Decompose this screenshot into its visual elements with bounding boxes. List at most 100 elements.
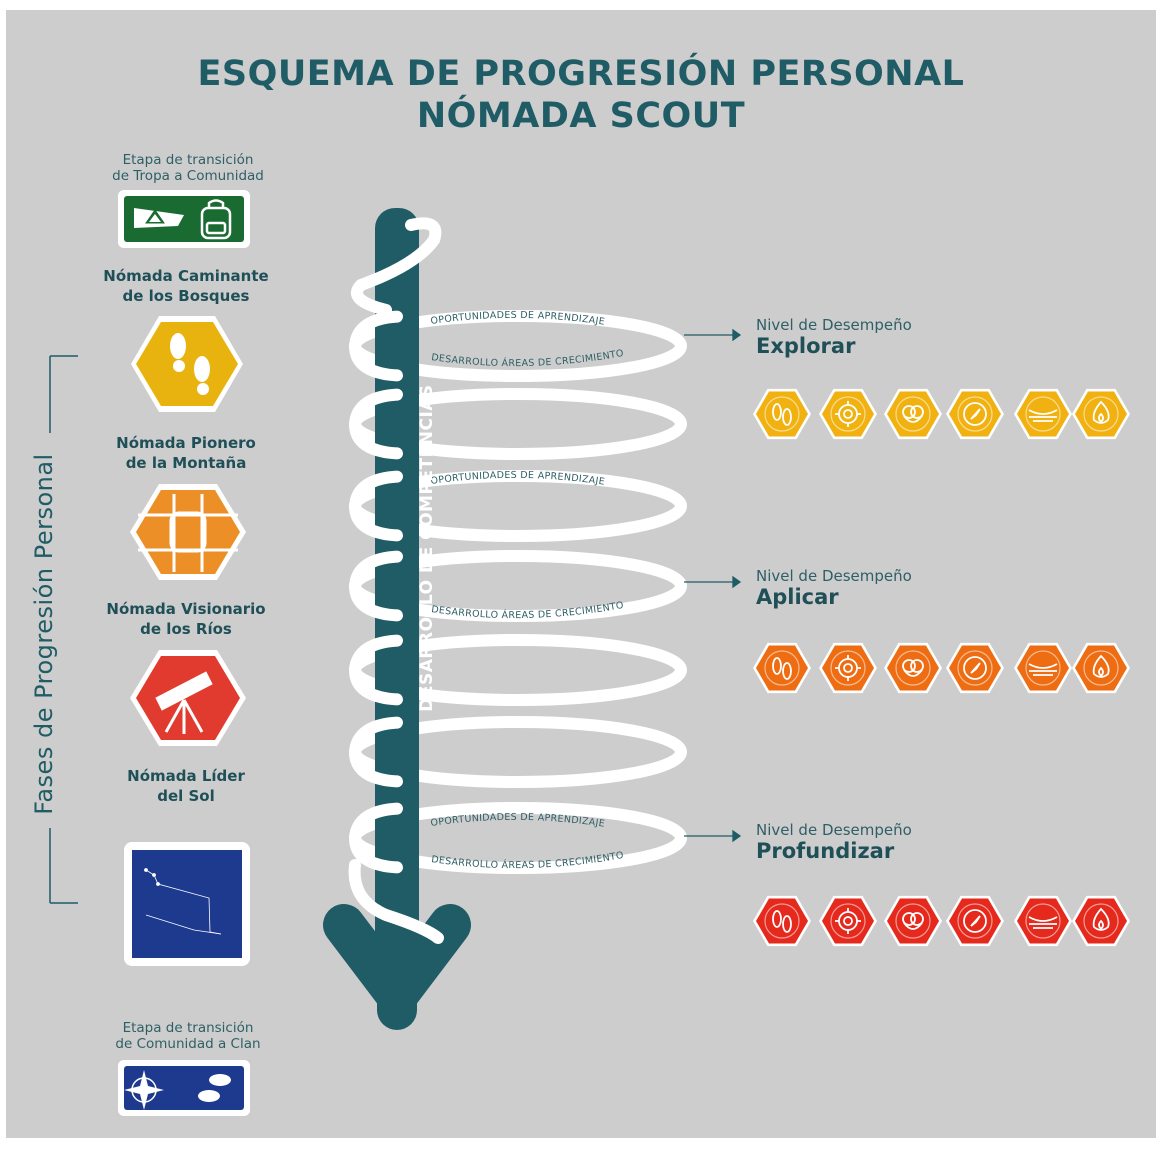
flame-icon bbox=[1092, 400, 1110, 424]
spiral-coil-front bbox=[349, 388, 403, 430]
level-area-badge bbox=[946, 642, 1004, 694]
badge-ring bbox=[1083, 396, 1119, 432]
level-area-badge bbox=[1014, 642, 1072, 694]
phase-badge-lider bbox=[124, 842, 250, 966]
heart-knot-icon bbox=[902, 912, 924, 930]
phase-4-line2: del Sol bbox=[157, 787, 215, 805]
gear-head-icon bbox=[835, 401, 861, 427]
level-area-badge bbox=[753, 895, 811, 947]
spiral-coil-front bbox=[349, 550, 403, 592]
level-area-badge bbox=[819, 388, 877, 440]
phase-1-line1: Nómada Caminante bbox=[103, 267, 269, 285]
spiral-coil-front bbox=[349, 634, 403, 676]
transition-bottom-label: Etapa de transición de Comunidad a Clan bbox=[78, 1020, 298, 1052]
badge-ring bbox=[764, 903, 800, 939]
badge-ring bbox=[895, 396, 931, 432]
infographic-canvas: ESQUEMA DE PROGRESIÓN PERSONAL NÓMADA SC… bbox=[6, 10, 1156, 1138]
constellation-icon bbox=[144, 868, 222, 935]
telescope-icon bbox=[155, 671, 213, 734]
backpack-icon bbox=[200, 199, 232, 240]
phase-label-pionero: Nómada Pionero de la Montaña bbox=[66, 433, 306, 473]
side-bracket bbox=[49, 355, 78, 904]
spiral-label: DESARROLLO DE COMPETENCIAS bbox=[417, 384, 437, 712]
level-2-name: Aplicar bbox=[756, 585, 839, 609]
badge-ring bbox=[1083, 903, 1119, 939]
level-area-badge bbox=[1014, 388, 1072, 440]
title-line-2: NÓMADA SCOUT bbox=[416, 96, 746, 136]
badge-ring bbox=[830, 396, 866, 432]
footprints-icon bbox=[198, 1074, 231, 1102]
heart-knot-icon bbox=[902, 405, 924, 423]
phase-label-visionario: Nómada Visionario de los Ríos bbox=[66, 599, 306, 639]
phase-badge-pionero bbox=[130, 484, 246, 580]
level-area-badge bbox=[753, 388, 811, 440]
compass-icon bbox=[963, 402, 987, 426]
spiral-coil-front bbox=[349, 802, 403, 844]
badge-ring bbox=[830, 650, 866, 686]
badge-ring bbox=[895, 903, 931, 939]
transition-top-line1: Etapa de transición bbox=[122, 152, 254, 168]
flame-icon bbox=[1092, 654, 1110, 678]
compass-rose-icon bbox=[124, 1070, 164, 1110]
spiral-coil-front bbox=[349, 310, 403, 352]
compass-icon bbox=[963, 909, 987, 933]
phase-3-line2: de los Ríos bbox=[140, 620, 232, 638]
badge-ring bbox=[1083, 650, 1119, 686]
badge-ring bbox=[957, 650, 993, 686]
spiral-lead-in bbox=[351, 217, 442, 316]
transition-top-badge bbox=[118, 190, 250, 248]
footprints-icon bbox=[170, 333, 210, 395]
gear-head-icon bbox=[835, 908, 861, 934]
level-area-badge bbox=[819, 895, 877, 947]
phase-badge-visionario bbox=[130, 650, 246, 746]
phase-4-line1: Nómada Líder bbox=[127, 767, 245, 785]
level-area-badge bbox=[1072, 895, 1130, 947]
spiral-coil-front bbox=[349, 470, 403, 512]
flame-icon bbox=[1092, 907, 1110, 931]
level-3-name: Profundizar bbox=[756, 839, 895, 863]
phase-badge-caminante bbox=[131, 316, 243, 412]
spiral-coil-front bbox=[349, 716, 403, 758]
badge-ring bbox=[957, 903, 993, 939]
level-area-badge bbox=[1072, 388, 1130, 440]
phase-3-line1: Nómada Visionario bbox=[106, 600, 266, 618]
badge-ring bbox=[1025, 650, 1061, 686]
badge-ring bbox=[1025, 903, 1061, 939]
phase-label-caminante: Nómada Caminante de los Bosques bbox=[66, 266, 306, 306]
bridge-icon bbox=[1028, 663, 1058, 676]
badge-ring bbox=[895, 650, 931, 686]
level-area-badge bbox=[1072, 642, 1130, 694]
feet-icon bbox=[772, 657, 792, 680]
level-icon-rows bbox=[753, 388, 1130, 947]
level-3-subtitle: Nivel de Desempeño bbox=[756, 821, 912, 839]
level-2-subtitle: Nivel de Desempeño bbox=[756, 567, 912, 585]
phase-2-line2: de la Montaña bbox=[125, 454, 247, 472]
title-line-1: ESQUEMA DE PROGRESIÓN PERSONAL bbox=[197, 54, 965, 94]
level-area-badge bbox=[884, 895, 942, 947]
growth-areas-text: DESARROLLO ÁREAS DE CRECIMIENTO bbox=[431, 348, 625, 369]
badge-ring bbox=[1025, 396, 1061, 432]
spiral-tail bbox=[348, 859, 444, 944]
level-area-badge bbox=[884, 642, 942, 694]
level-1-subtitle: Nivel de Desempeño bbox=[756, 316, 912, 334]
gear-head-icon bbox=[835, 655, 861, 681]
heart-knot-icon bbox=[902, 659, 924, 677]
phase-label-lider: Nómada Líder del Sol bbox=[66, 766, 306, 806]
phase-1-line2: de los Bosques bbox=[122, 287, 250, 305]
level-area-badge bbox=[884, 388, 942, 440]
transition-top-line2: de Tropa a Comunidad bbox=[112, 168, 264, 184]
transition-bottom-badge bbox=[118, 1060, 250, 1116]
badge-ring bbox=[764, 396, 800, 432]
level-area-badge bbox=[946, 388, 1004, 440]
bridge-icon bbox=[1028, 916, 1058, 929]
level-area-badge bbox=[753, 642, 811, 694]
transition-bottom-line1: Etapa de transición bbox=[122, 1020, 254, 1036]
badge-ring bbox=[830, 903, 866, 939]
transition-top-label: Etapa de transición de Tropa a Comunidad bbox=[78, 152, 298, 184]
bridge-icon bbox=[1028, 409, 1058, 422]
level-area-badge bbox=[946, 895, 1004, 947]
transition-bottom-line2: de Comunidad a Clan bbox=[115, 1036, 261, 1052]
compass-icon bbox=[963, 656, 987, 680]
rope-bridge-icon bbox=[138, 494, 238, 572]
